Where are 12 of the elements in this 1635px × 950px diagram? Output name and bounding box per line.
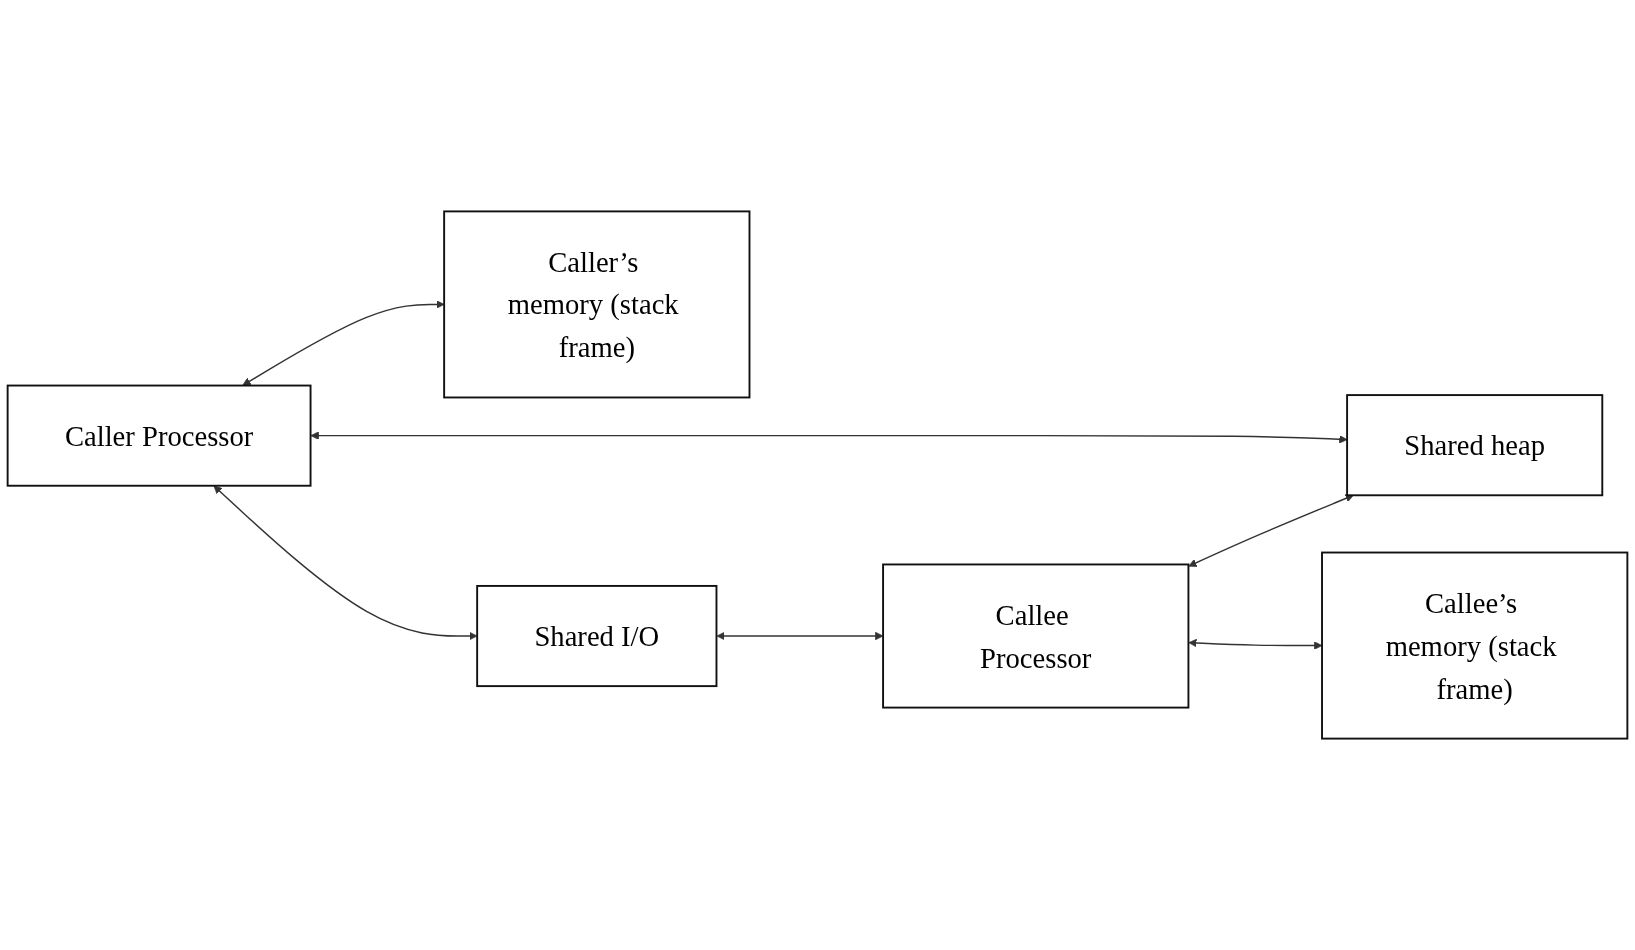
arrow <box>242 300 445 386</box>
arrow <box>310 431 1348 444</box>
arrow <box>716 631 884 641</box>
node-box: Callee Processor <box>882 563 1190 709</box>
arrow <box>1188 494 1354 567</box>
node-box: Shared heap <box>1346 394 1604 497</box>
node-box: Callee’s memory (stack frame) <box>1321 551 1629 740</box>
node-box: Caller’s memory (stack frame) <box>443 210 751 399</box>
node-box: Caller Processor <box>6 384 312 487</box>
arrow <box>213 485 478 641</box>
node-box: Shared I/O <box>476 584 718 688</box>
arrow <box>1188 638 1323 650</box>
